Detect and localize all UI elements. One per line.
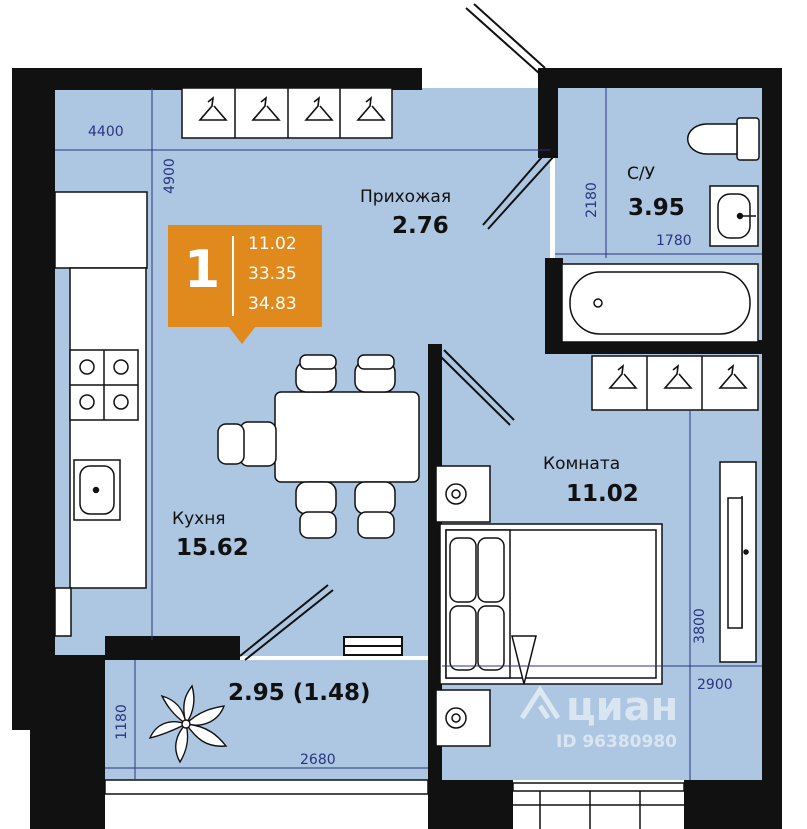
- watermark-id: ID 96380980: [556, 732, 677, 752]
- windows: [104, 779, 685, 829]
- dimension-lines: [55, 88, 762, 780]
- bedroom-area: 11.02: [566, 481, 639, 507]
- hall-name: Прихожая: [360, 187, 452, 207]
- balcony-area: 2.95 (1.48): [228, 680, 371, 706]
- hall-area: 2.76: [392, 213, 449, 239]
- badge-room-count: 1: [184, 240, 221, 300]
- area-badge: [168, 225, 322, 327]
- hanger-icons-bedroom: [608, 364, 748, 389]
- area-badge-pointer: [228, 326, 256, 344]
- badge-living-area: 11.02: [248, 234, 297, 254]
- interior-doors: [239, 149, 556, 661]
- dimension-2180: 2180: [583, 182, 600, 218]
- hall-wardrobe: [181, 87, 393, 139]
- bathroom-area: 3.95: [628, 195, 685, 221]
- cooktop-icon: [69, 349, 139, 421]
- dining-table: [217, 354, 420, 539]
- bathroom-name: С/У: [627, 164, 655, 184]
- dimension-1180: 1180: [113, 704, 130, 740]
- badge-separator: [232, 236, 234, 316]
- kitchen-area: 15.62: [176, 535, 249, 561]
- dimension-4900: 4900: [161, 158, 178, 194]
- bed-icon: [439, 523, 663, 685]
- dimension-1780: 1780: [656, 233, 692, 249]
- tv-stand-icon: [719, 461, 757, 663]
- bedroom-name: Комната: [543, 454, 621, 474]
- watermark-brand: циан: [566, 684, 679, 730]
- dimension-4400: 4400: [88, 124, 124, 140]
- dimension-2900: 2900: [697, 677, 733, 693]
- bathtub-icon: [561, 263, 759, 343]
- nightstand-icons: [435, 465, 491, 747]
- dimension-2680: 2680: [300, 752, 336, 768]
- bedroom-wardrobe: [591, 355, 759, 411]
- badge-full-area: 34.83: [248, 294, 297, 314]
- kitchen-sink-icon: [73, 459, 121, 521]
- toilet-icon: [687, 117, 760, 161]
- watermark-logo-icon: [519, 685, 561, 720]
- hanger-icons: [198, 96, 386, 121]
- plant-icon: [148, 684, 228, 764]
- dimension-3800: 3800: [691, 608, 708, 644]
- badge-total-area: 33.35: [248, 264, 297, 284]
- kitchen-name: Кухня: [172, 509, 226, 529]
- washbasin-icon: [709, 185, 759, 247]
- entrance-door: [465, 3, 546, 75]
- walls: [12, 68, 782, 829]
- kitchen-counter: [54, 191, 148, 637]
